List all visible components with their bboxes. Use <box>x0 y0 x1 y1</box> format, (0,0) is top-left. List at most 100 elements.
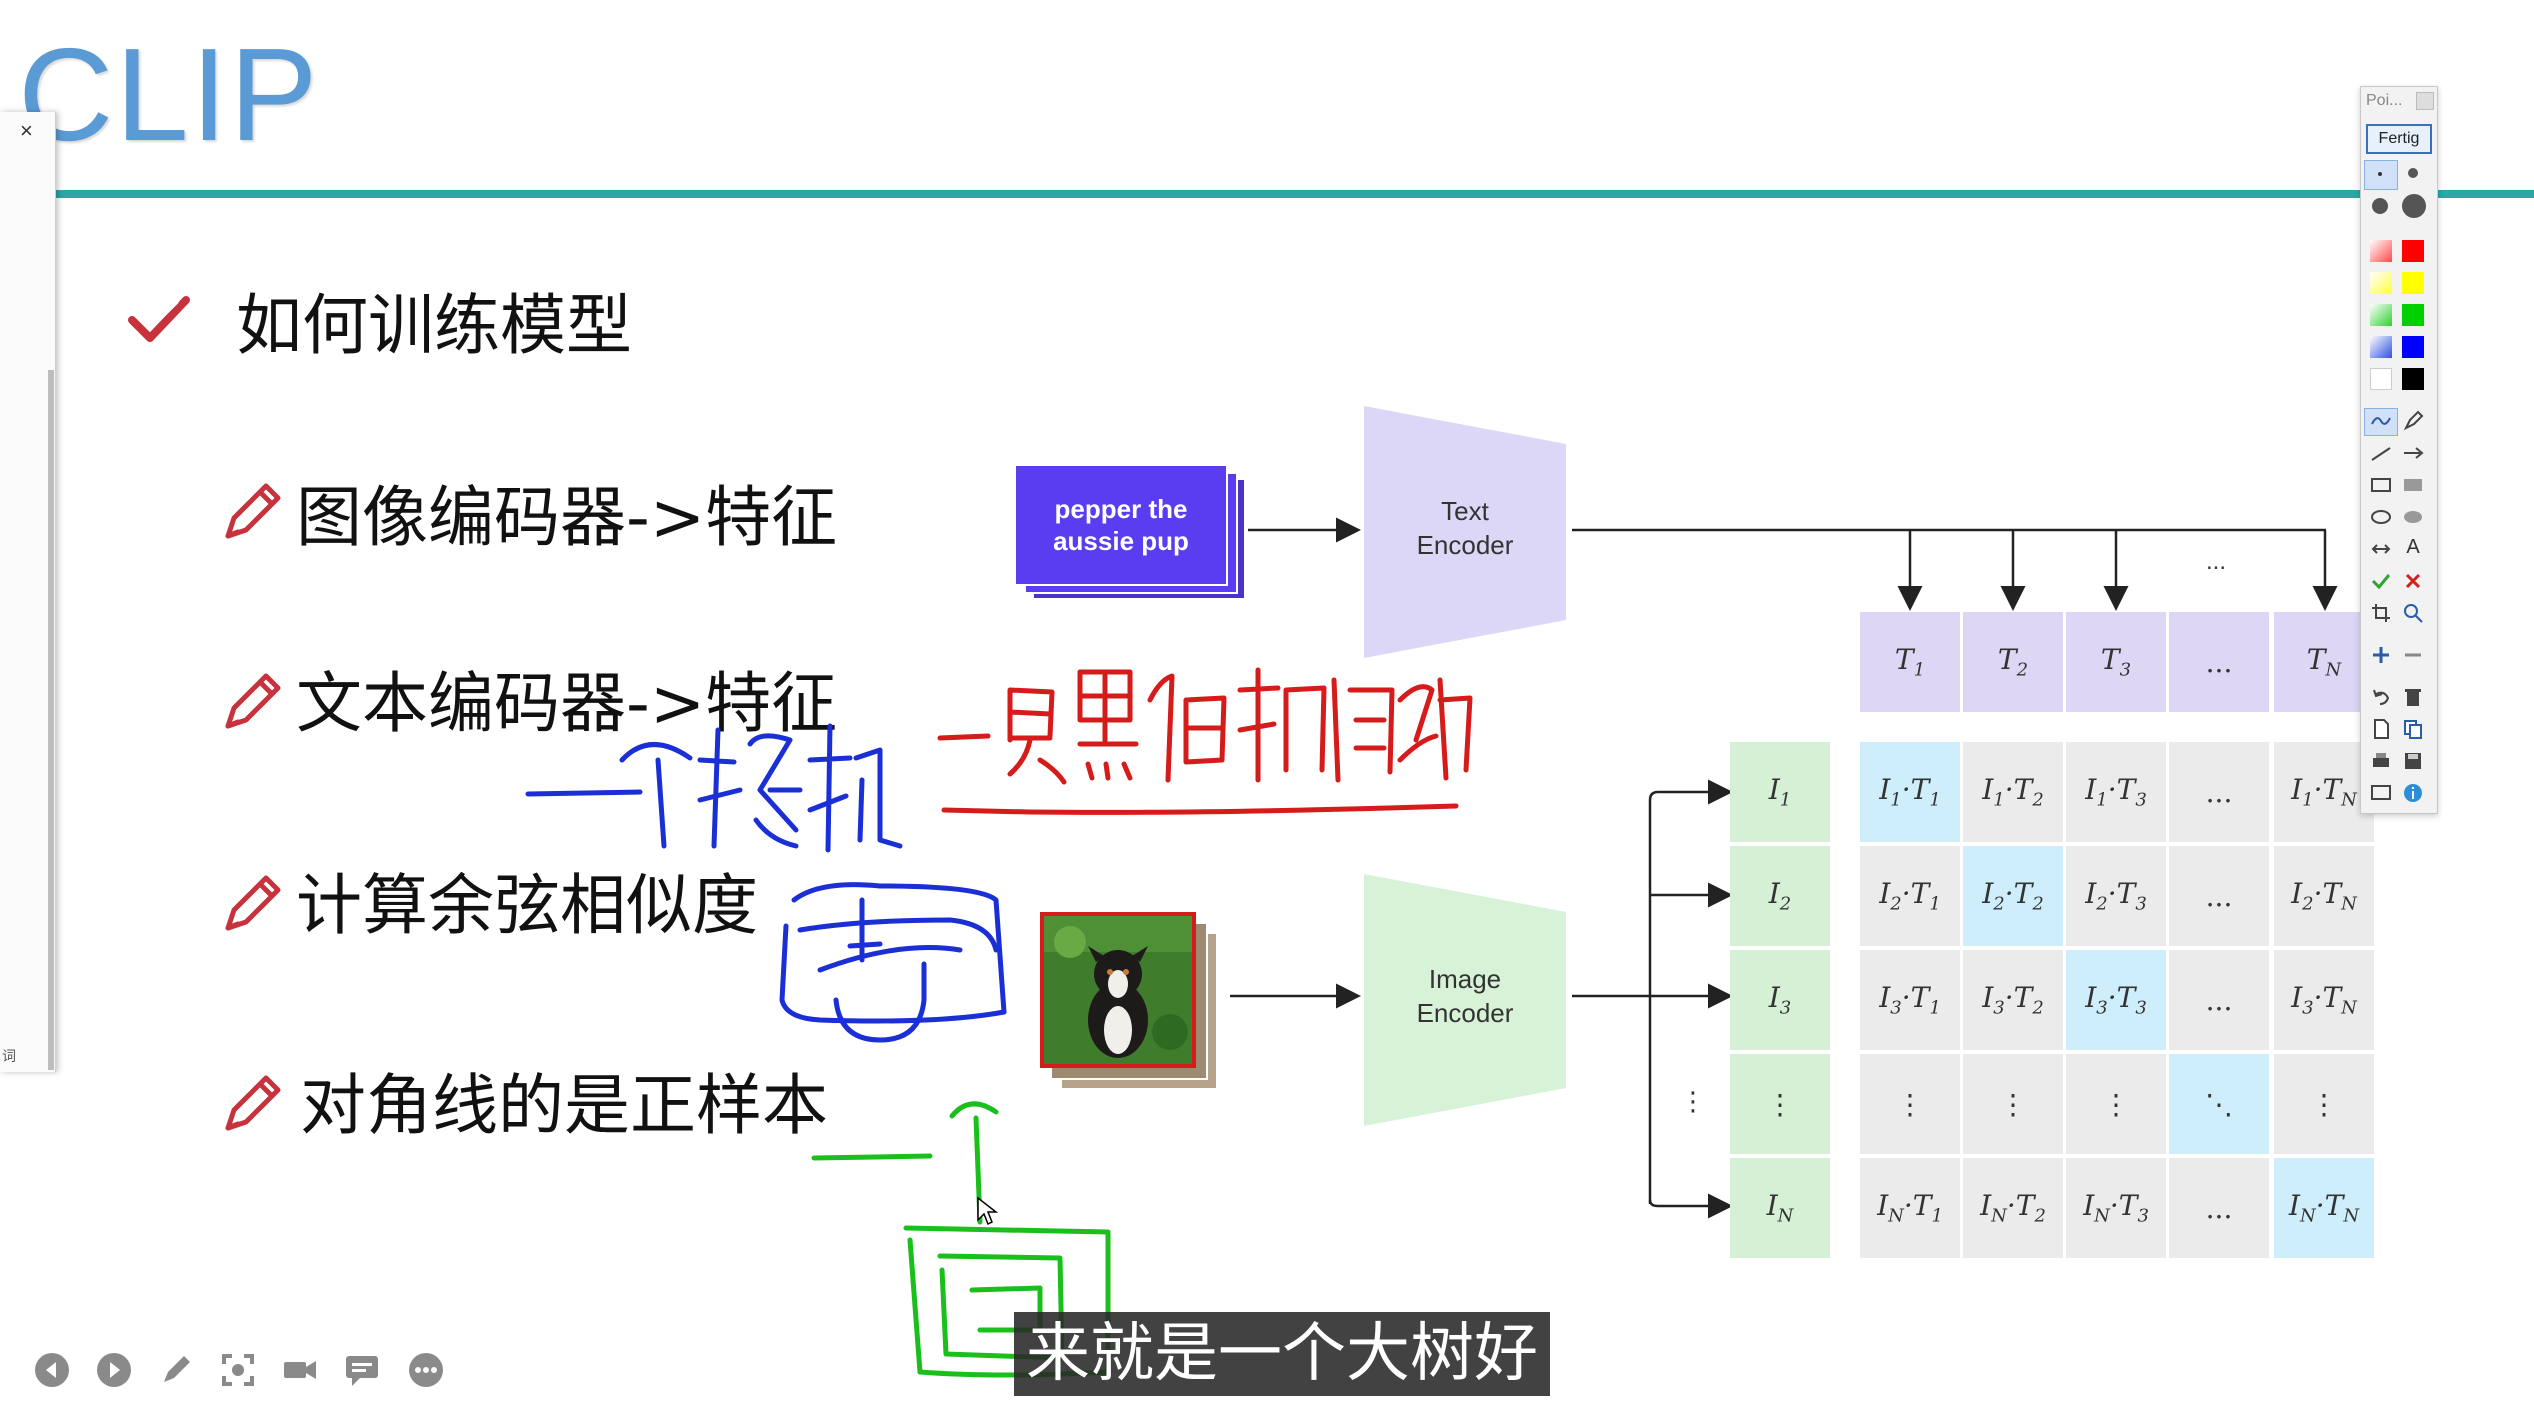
more-icon[interactable] <box>408 1352 444 1388</box>
save-icon[interactable] <box>2402 750 2424 772</box>
mouse-cursor-icon <box>977 1196 998 1226</box>
matrix-cell: ... <box>2169 950 2269 1050</box>
slide-heading: 如何训练模型 <box>236 287 632 364</box>
color-white-swatch[interactable] <box>2370 368 2392 390</box>
pen-icon[interactable] <box>158 1352 194 1388</box>
side-panel-scrollbar[interactable] <box>48 370 54 1070</box>
color-light-blue-swatch[interactable] <box>2370 336 2392 358</box>
pen-toolbar-title: Poi... <box>2366 92 2403 109</box>
matrix-cell: IN·T2 <box>1963 1158 2063 1258</box>
t-header-cell: T2 <box>1963 612 2063 712</box>
matrix-cell-diagonal: I1·T1 <box>1860 742 1960 842</box>
matrix-cell: ... <box>2169 846 2269 946</box>
t-header-cell: ... <box>2169 612 2269 712</box>
pen-size-small-icon[interactable] <box>2408 168 2418 178</box>
pencil-icon <box>225 483 281 539</box>
crop-icon[interactable] <box>2370 602 2392 624</box>
side-panel-label: 词 <box>2 1048 16 1064</box>
text-card-label: pepper the aussie pup <box>1053 494 1189 556</box>
pen-size-tiny-icon[interactable] <box>2378 172 2382 176</box>
side-panel-close-button[interactable]: × <box>20 118 33 143</box>
matrix-cell: I3·T1 <box>1860 950 1960 1050</box>
pencil-icon <box>225 1075 281 1131</box>
color-yellow-swatch[interactable] <box>2402 272 2424 294</box>
image-encoder-label: Image Encoder <box>1416 964 1514 1028</box>
comment-icon[interactable] <box>344 1352 380 1388</box>
matrix-cell: I1·T3 <box>2066 742 2166 842</box>
matrix-cell-diagonal: IN·TN <box>2274 1158 2374 1258</box>
highlighter-icon[interactable] <box>2402 410 2424 432</box>
pencil-icon <box>225 875 281 931</box>
zoom-icon[interactable] <box>2402 602 2424 624</box>
text-encoder-block <box>1364 406 1566 658</box>
color-red-swatch[interactable] <box>2402 240 2424 262</box>
color-green-swatch[interactable] <box>2402 304 2424 326</box>
minus-icon[interactable] <box>2402 644 2424 666</box>
print-icon[interactable] <box>2370 750 2392 772</box>
trash-icon[interactable] <box>2402 686 2424 708</box>
color-light-yellow-swatch[interactable] <box>2370 272 2392 294</box>
color-light-red-swatch[interactable] <box>2370 240 2392 262</box>
next-icon[interactable] <box>96 1352 132 1388</box>
matrix-cell: I1·T2 <box>1963 742 2063 842</box>
i-header-cell: I1 <box>1730 742 1830 842</box>
screenshot-icon[interactable] <box>220 1352 256 1388</box>
i-header-cell: ⋮ <box>1730 1054 1830 1154</box>
bullet-item: 对角线的是正样本 <box>300 1067 828 1144</box>
matrix-cell: ⋮ <box>2274 1054 2374 1154</box>
filled-rectangle-icon[interactable] <box>2402 474 2424 496</box>
i-header-cell: I2 <box>1730 846 1830 946</box>
t-header-cell: TN <box>2274 612 2374 712</box>
side-panel <box>0 112 56 1072</box>
image-encoder-block <box>1364 874 1566 1126</box>
filled-ellipse-icon[interactable] <box>2402 506 2424 528</box>
bullet-item: 计算余弦相似度 <box>296 867 758 944</box>
matrix-cell: I3·T2 <box>1963 950 2063 1050</box>
new-page-icon[interactable] <box>2370 718 2392 740</box>
plus-icon[interactable] <box>2370 644 2392 666</box>
text-card: pepper the aussie pup <box>1014 464 1228 586</box>
color-black-swatch[interactable] <box>2402 368 2424 390</box>
pen-toolbar-close-button[interactable] <box>2416 92 2434 110</box>
cross-mark-icon[interactable] <box>2402 570 2424 592</box>
rectangle-icon[interactable] <box>2370 474 2392 496</box>
arrow-ellipsis: ... <box>2206 548 2227 575</box>
dog-photo <box>1040 912 1196 1068</box>
pen-size-selected[interactable] <box>2364 160 2398 190</box>
matrix-cell: IN·T3 <box>2066 1158 2166 1258</box>
matrix-cell: ⋮ <box>1963 1054 2063 1154</box>
camera-icon[interactable] <box>282 1352 318 1388</box>
color-blue-swatch[interactable] <box>2402 336 2424 358</box>
matrix-cell: ⋮ <box>1860 1054 1960 1154</box>
matrix-cell: I2·T3 <box>2066 846 2166 946</box>
check-mark-icon[interactable] <box>2370 570 2392 592</box>
copy-icon[interactable] <box>2402 718 2424 740</box>
text-tool-icon[interactable]: A <box>2406 536 2420 558</box>
done-button[interactable]: Fertig <box>2366 124 2432 154</box>
arrow-icon[interactable] <box>2402 442 2424 464</box>
color-light-green-swatch[interactable] <box>2370 304 2392 326</box>
matrix-cell: ⋮ <box>2066 1054 2166 1154</box>
i-header-cell: I3 <box>1730 950 1830 1050</box>
pen-size-large-icon[interactable] <box>2402 194 2426 218</box>
screen-icon[interactable] <box>2370 782 2392 804</box>
matrix-cell: ... <box>2169 742 2269 842</box>
info-icon[interactable] <box>2402 782 2424 804</box>
freehand-icon[interactable] <box>2370 412 2392 430</box>
prev-icon[interactable] <box>34 1352 70 1388</box>
t-header-cell: T1 <box>1860 612 1960 712</box>
freehand-tool-selected[interactable] <box>2364 408 2398 436</box>
matrix-cell-diagonal: ⋱ <box>2169 1054 2269 1154</box>
line-icon[interactable] <box>2370 442 2392 464</box>
title-divider <box>56 190 2534 198</box>
matrix-cell-diagonal: I2·T2 <box>1963 846 2063 946</box>
checkmark-icon <box>128 296 190 342</box>
ellipse-icon[interactable] <box>2370 506 2392 528</box>
matrix-cell: I2·T1 <box>1860 846 1960 946</box>
double-arrow-icon[interactable] <box>2370 538 2392 560</box>
matrix-cell: I3·TN <box>2274 950 2374 1050</box>
matrix-cell: IN·T1 <box>1860 1158 1960 1258</box>
i-header-cell: IN <box>1730 1158 1830 1258</box>
undo-icon[interactable] <box>2370 686 2392 708</box>
pen-size-medium-icon[interactable] <box>2372 198 2388 214</box>
